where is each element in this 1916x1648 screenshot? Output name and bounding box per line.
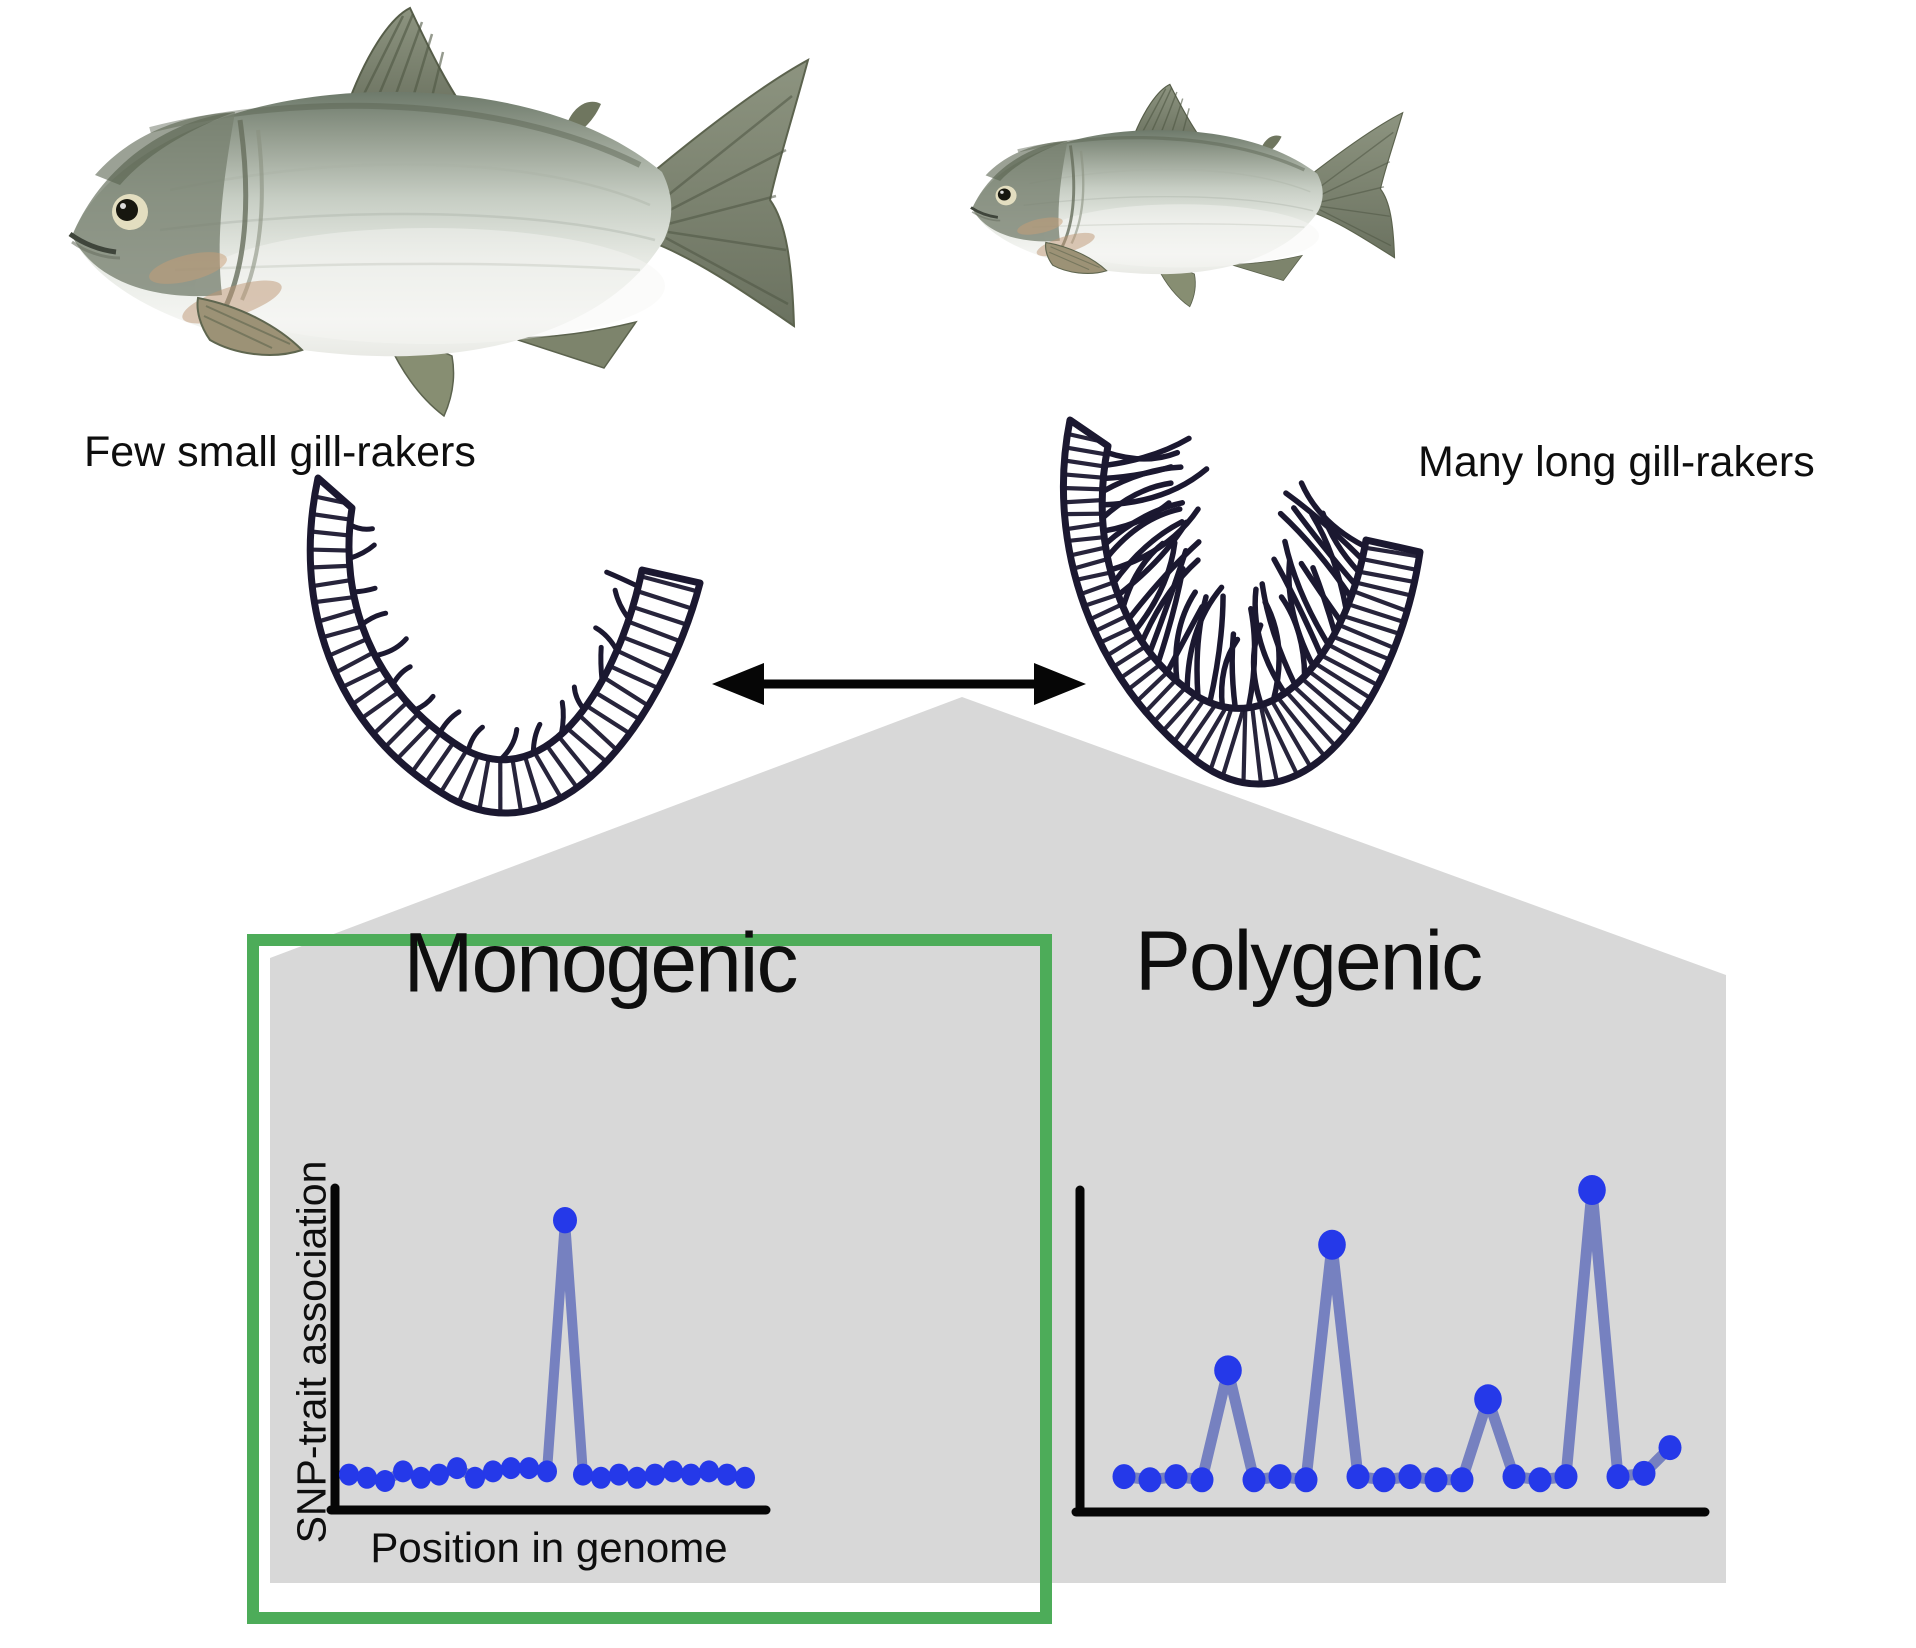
double-headed-arrow-icon: [712, 663, 1086, 705]
association-line: [1123, 1184, 1674, 1486]
data-point: [1554, 1464, 1578, 1490]
data-point: [553, 1207, 577, 1234]
data-point: [1398, 1464, 1422, 1490]
data-point: [357, 1466, 377, 1489]
data-points: [339, 1207, 755, 1493]
data-point: [1528, 1467, 1552, 1493]
x-axis-label: Position in genome: [370, 1524, 728, 1571]
data-point: [1578, 1175, 1606, 1205]
data-point: [447, 1457, 467, 1480]
right-gill-arch-drawing: [1059, 416, 1424, 788]
gill-rakers-short: [346, 522, 641, 763]
data-point: [1606, 1464, 1630, 1490]
data-point: [501, 1457, 521, 1480]
data-point: [1346, 1464, 1370, 1490]
data-point: [681, 1463, 701, 1486]
data-point: [1372, 1467, 1396, 1493]
data-point: [1450, 1467, 1474, 1493]
data-point: [537, 1460, 557, 1483]
data-point: [1190, 1467, 1214, 1493]
data-point: [663, 1460, 683, 1483]
data-point: [609, 1463, 629, 1486]
data-point: [465, 1466, 485, 1489]
data-point: [1164, 1464, 1188, 1490]
right-fish-caption: Many long gill-rakers: [1418, 438, 1815, 486]
left-gill-arch-drawing: [306, 474, 704, 817]
monogenic-chart: [326, 1183, 771, 1515]
data-point: [1424, 1467, 1448, 1493]
large-fish-illustration: [70, 8, 808, 416]
data-point: [1138, 1467, 1162, 1493]
data-point: [735, 1466, 755, 1489]
data-point: [1268, 1464, 1292, 1490]
data-point: [591, 1466, 611, 1489]
data-point: [1294, 1467, 1318, 1493]
data-point: [483, 1460, 503, 1483]
data-point: [429, 1463, 449, 1486]
data-points: [1112, 1175, 1682, 1493]
data-point: [1502, 1464, 1526, 1490]
data-point: [1318, 1229, 1346, 1260]
data-point: [1242, 1467, 1266, 1493]
data-point: [339, 1463, 359, 1486]
gill-rakers-long: [1099, 435, 1368, 712]
data-point: [375, 1470, 395, 1493]
data-point: [645, 1463, 665, 1486]
polygenic-chart: [1071, 1175, 1710, 1517]
data-point: [1112, 1464, 1136, 1490]
data-point: [1632, 1460, 1656, 1486]
data-point: [573, 1463, 593, 1486]
data-point: [519, 1457, 539, 1480]
data-point: [1474, 1384, 1502, 1415]
data-point: [1658, 1435, 1682, 1461]
y-axis-label: SNP-trait association: [288, 1160, 335, 1544]
data-point: [393, 1460, 413, 1483]
gray-house-panel: [270, 697, 1726, 1583]
data-point: [717, 1463, 737, 1486]
small-fish-illustration: [969, 82, 1405, 309]
data-point: [1214, 1355, 1242, 1386]
data-point: [411, 1466, 431, 1489]
monogenic-highlight-box: [247, 934, 1052, 1624]
data-point: [699, 1460, 719, 1483]
polygenic-title: Polygenic: [1134, 913, 1483, 1008]
data-point: [627, 1466, 647, 1489]
monogenic-title: Monogenic: [403, 915, 799, 1010]
left-fish-caption: Few small gill-rakers: [84, 428, 476, 476]
